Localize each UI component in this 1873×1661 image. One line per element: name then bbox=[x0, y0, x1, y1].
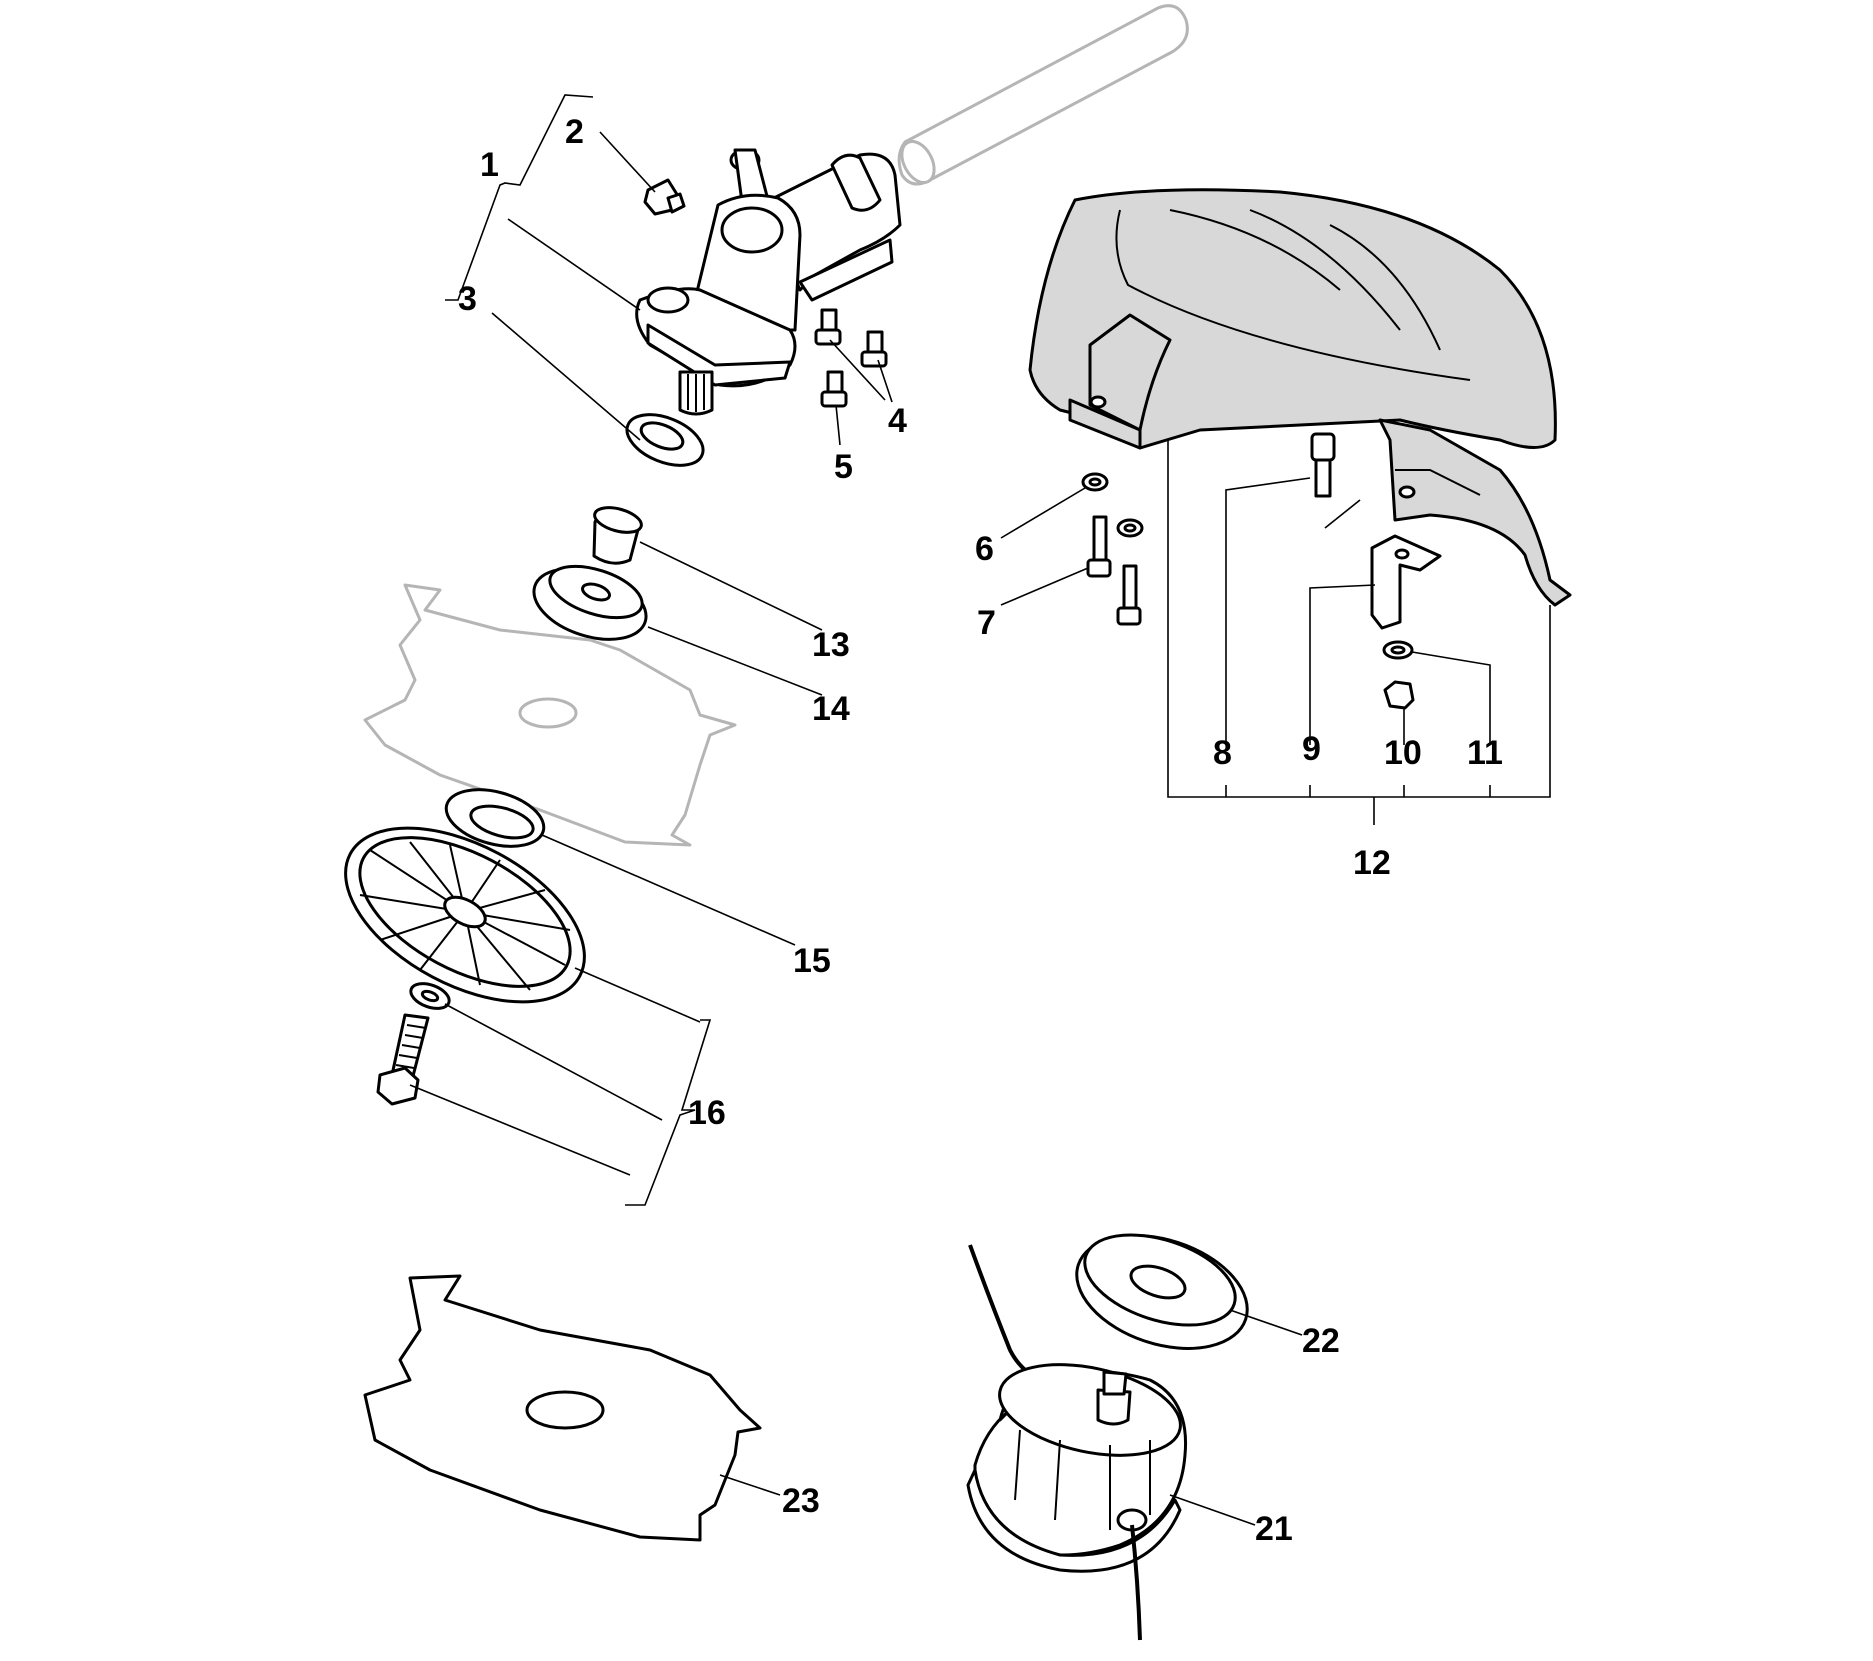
callout-7: 7 bbox=[977, 604, 996, 642]
callout-11: 11 bbox=[1467, 734, 1503, 772]
thrust-washer bbox=[532, 564, 648, 641]
guard-nut-washer bbox=[1382, 640, 1415, 710]
four-tooth-blade bbox=[363, 1274, 762, 1542]
cup-protector bbox=[344, 826, 586, 1004]
callout-10: 10 bbox=[1384, 734, 1422, 772]
shaft-seal bbox=[625, 413, 705, 467]
callout-1: 1 bbox=[480, 146, 499, 184]
callout-3: 3 bbox=[458, 280, 477, 318]
gearbox-screws bbox=[814, 308, 888, 408]
four-tooth-blade-ghost bbox=[363, 583, 737, 847]
callout-15: 15 bbox=[793, 942, 831, 980]
callout-14: 14 bbox=[812, 690, 850, 728]
trimmer-head-cap bbox=[1075, 1233, 1249, 1350]
drive-shaft-tube bbox=[897, 4, 1189, 186]
callout-21: 21 bbox=[1255, 1510, 1293, 1548]
callout-8: 8 bbox=[1213, 734, 1232, 772]
callout-6: 6 bbox=[975, 530, 994, 568]
callout-labels: 1 2 3 4 5 6 7 8 9 10 11 12 13 14 15 16 2… bbox=[458, 113, 1503, 1548]
gearbox-head bbox=[635, 148, 902, 416]
guard-screw bbox=[1310, 432, 1336, 498]
callout-9: 9 bbox=[1302, 730, 1321, 768]
callout-13: 13 bbox=[812, 626, 850, 664]
guard-screws-left bbox=[1081, 472, 1144, 626]
callout-4: 4 bbox=[888, 402, 907, 440]
callout-23: 23 bbox=[782, 1482, 820, 1520]
blade-guard bbox=[1028, 188, 1572, 607]
grease-plug bbox=[643, 178, 686, 216]
trimmer-head bbox=[966, 1244, 1188, 1641]
leader-lines bbox=[409, 94, 1551, 1526]
callout-2: 2 bbox=[565, 113, 584, 151]
callout-12: 12 bbox=[1353, 844, 1391, 882]
bushing bbox=[592, 506, 643, 565]
callout-22: 22 bbox=[1302, 1322, 1340, 1360]
guard-bracket bbox=[1370, 534, 1442, 630]
blade-bolt bbox=[376, 982, 451, 1106]
callout-5: 5 bbox=[834, 448, 853, 486]
lower-flange bbox=[444, 788, 546, 848]
callout-16: 16 bbox=[688, 1094, 726, 1132]
